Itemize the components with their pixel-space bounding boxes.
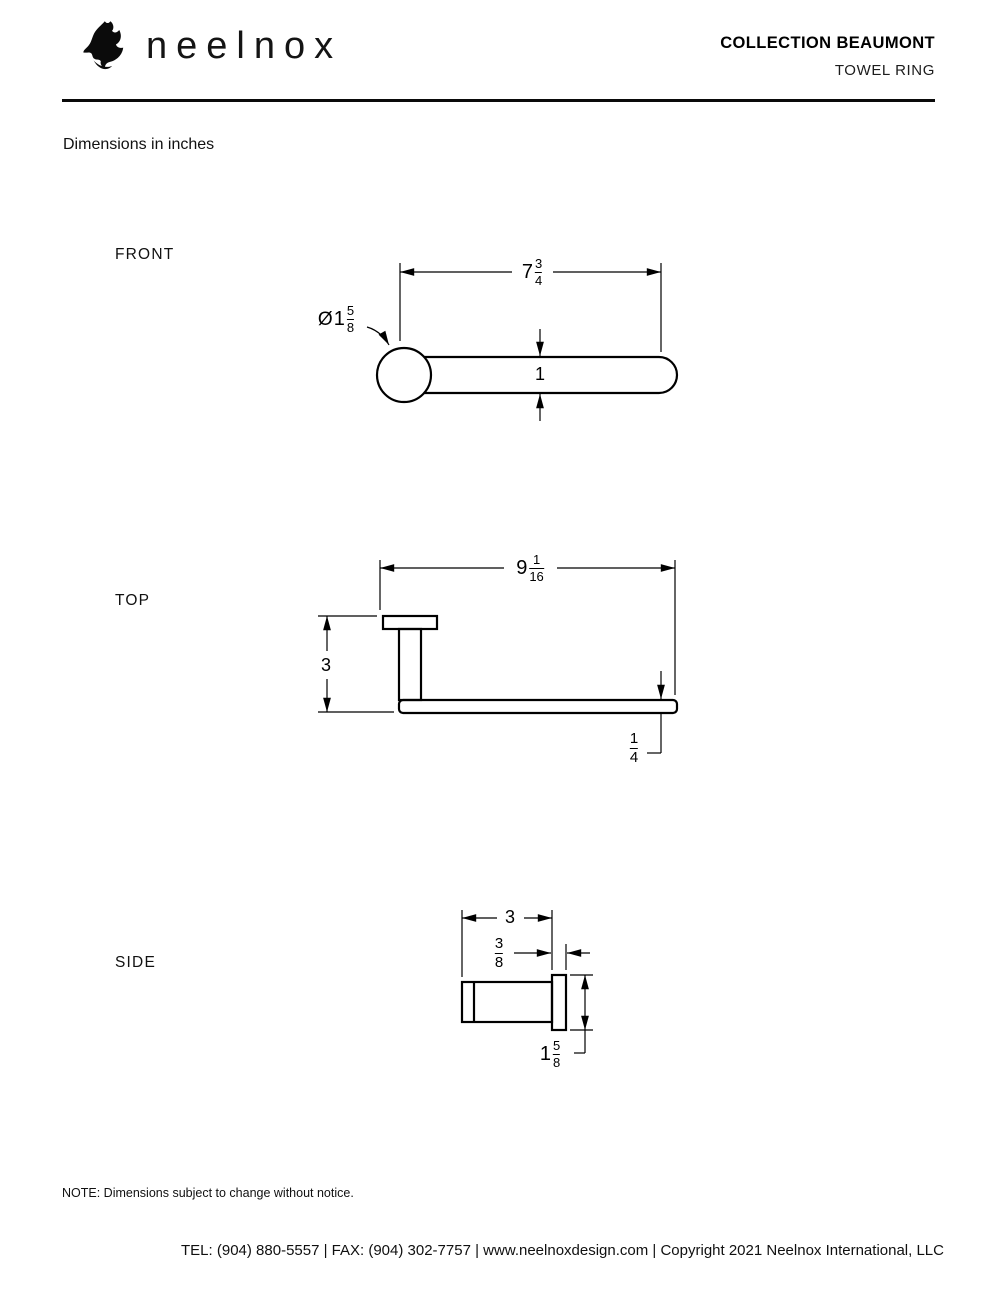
fraction-denominator: 4 <box>629 749 639 766</box>
fraction-bar <box>529 567 544 569</box>
dim-front-width: 7 3 4 <box>518 256 546 288</box>
product-title: TOWEL RING <box>834 62 935 79</box>
fraction: 1 16 <box>529 552 544 584</box>
top-arm-shape <box>397 698 679 715</box>
fraction-denominator: 4 <box>534 273 543 288</box>
top-view-label: TOP <box>115 592 151 609</box>
front-diameter-leader <box>366 326 390 346</box>
dim-side-plate-diameter: 1 5 8 <box>536 1038 564 1070</box>
dim-whole: 3 <box>504 907 516 927</box>
dim-top-projection: 3 <box>317 655 335 675</box>
dim-front-ring-diameter: Ø 1 5 8 <box>314 303 358 335</box>
fraction: 5 8 <box>552 1038 561 1070</box>
fraction-numerator: 5 <box>552 1038 561 1053</box>
fraction: 3 8 <box>494 935 504 971</box>
dim-whole: 7 <box>521 261 533 283</box>
fraction-denominator: 8 <box>552 1055 561 1070</box>
top-plate-shape <box>381 614 439 631</box>
brand-logo: neelnox <box>76 20 342 72</box>
side-view-drawing <box>460 910 593 1054</box>
top-thickness-dimension <box>647 671 665 754</box>
side-plate-thickness-dimension <box>514 944 590 970</box>
dim-whole: 1 <box>333 308 345 330</box>
top-projection-dimension <box>318 615 394 713</box>
top-width-dimension <box>379 560 676 695</box>
front-width-dimension <box>399 263 662 352</box>
front-ring-shape <box>375 346 433 404</box>
fraction-numerator: 1 <box>532 552 541 567</box>
fraction-denominator: 8 <box>346 320 355 335</box>
fraction-bar <box>552 1053 561 1055</box>
diameter-symbol: Ø <box>317 308 333 330</box>
top-post-shape <box>397 627 423 702</box>
dim-side-plate-thickness: 3 8 <box>491 935 507 971</box>
dim-top-width: 9 1 16 <box>513 553 547 583</box>
fraction: 1 4 <box>629 730 639 766</box>
dimensions-units-note: Dimensions in inches <box>63 136 215 153</box>
front-view-label: FRONT <box>115 246 175 263</box>
dim-side-projection: 3 <box>501 907 519 927</box>
side-plate-shape <box>550 973 568 1032</box>
fraction-numerator: 3 <box>534 256 543 271</box>
dim-whole: 1 <box>534 364 546 384</box>
fraction-bar <box>346 318 355 320</box>
dim-front-bar-height: 1 <box>531 364 549 384</box>
fraction: 3 4 <box>534 256 543 288</box>
fraction-bar <box>534 271 543 273</box>
fraction-numerator: 3 <box>494 935 504 952</box>
dim-whole: 3 <box>320 655 332 675</box>
dim-whole: 9 <box>516 557 528 579</box>
footer-contact: TEL: (904) 880-5557 | FAX: (904) 302-775… <box>181 1242 944 1259</box>
fraction: 5 8 <box>346 303 355 335</box>
fraction-numerator: 5 <box>346 303 355 318</box>
fraction-denominator: 16 <box>529 569 544 584</box>
side-plate-diameter-dimension <box>570 974 593 1054</box>
dim-top-bar-thickness: 1 4 <box>626 730 642 766</box>
fraction-denominator: 8 <box>494 954 504 971</box>
horse-head-logo-icon <box>83 21 124 70</box>
collection-title: COLLECTION BEAUMONT <box>720 34 935 52</box>
dim-whole: 1 <box>539 1043 551 1065</box>
header-divider <box>62 99 935 102</box>
fraction-numerator: 1 <box>629 730 639 747</box>
fraction-bar <box>629 747 639 749</box>
front-view-drawing <box>366 263 679 421</box>
top-view-drawing <box>318 560 679 754</box>
brand-name: neelnox <box>146 24 343 67</box>
footnote: NOTE: Dimensions subject to change witho… <box>62 1186 354 1200</box>
side-view-label: SIDE <box>115 954 156 971</box>
fraction-bar <box>494 952 504 954</box>
header-titles: COLLECTION BEAUMONT TOWEL RING <box>720 34 935 79</box>
side-post-shape <box>460 980 554 1024</box>
side-projection-dimension <box>461 910 553 977</box>
